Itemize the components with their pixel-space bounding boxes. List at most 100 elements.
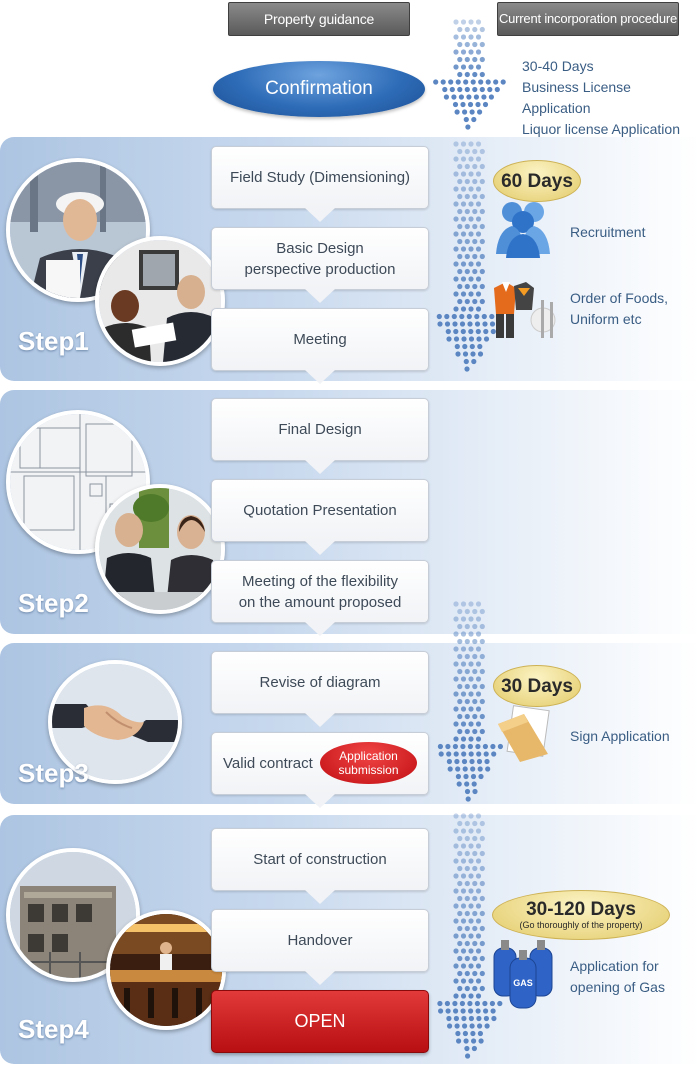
box-revise-diagram: Revise of diagram	[211, 651, 429, 727]
open-button[interactable]: OPEN	[211, 990, 429, 1053]
arrow-dot	[482, 1000, 488, 1007]
arrow-dot	[462, 766, 468, 772]
arrow-dot	[472, 970, 478, 977]
arrow-dot	[479, 820, 485, 827]
arrow-dot	[472, 895, 478, 902]
arrow-dot	[479, 668, 485, 675]
arrow-dot	[464, 283, 470, 290]
arrow-dot	[456, 1038, 462, 1044]
arrow-dot	[454, 343, 460, 350]
arrow-dot	[464, 895, 470, 902]
arrow-dot	[440, 79, 446, 85]
step4-days-badge: 30-120 Days (Go thoroughly of the proper…	[492, 890, 670, 940]
step2-label: Step2	[18, 588, 89, 618]
arrow-dot	[472, 71, 478, 78]
arrow-dot	[460, 186, 467, 192]
arrow-dot	[453, 858, 459, 864]
arrow-dot	[475, 888, 482, 894]
arrow-dot	[494, 86, 500, 93]
box-start-construction-label: Start of construction	[253, 851, 387, 868]
arrow-dot	[446, 751, 452, 757]
arrow-dot	[460, 141, 467, 147]
arrow-dot	[468, 661, 474, 667]
arrow-dot	[459, 1000, 465, 1007]
arrow-dot	[479, 208, 485, 215]
arrow-dot	[472, 268, 478, 275]
arrow-dot	[457, 86, 463, 93]
arrow-dot	[479, 910, 485, 917]
arrow-dot	[457, 623, 463, 630]
arrow-dot	[472, 955, 478, 962]
arrow-dot	[468, 141, 474, 147]
arrow-dot	[475, 843, 482, 849]
arrow-dot	[453, 156, 459, 162]
arrow-dot	[461, 1015, 467, 1022]
arrow-dot	[472, 985, 478, 992]
arrow-dot	[476, 751, 482, 757]
arrow-dot	[464, 208, 470, 215]
arrow-dot	[474, 313, 480, 320]
arrow-dot	[468, 721, 474, 727]
incorporation-procedure-tab[interactable]: Current incorporation procedure	[497, 2, 679, 36]
arrow-dot	[437, 321, 443, 327]
step1-days: 60 Days	[501, 170, 573, 192]
step4-photo-construction	[6, 848, 140, 982]
arrow-dot	[437, 1000, 443, 1007]
arrow-dot	[460, 261, 467, 267]
arrow-dot	[457, 925, 463, 932]
notes-days: 30-40 Days	[522, 58, 594, 74]
arrow-dot	[453, 978, 459, 984]
arrow-dot	[477, 109, 483, 115]
arrow-dot	[479, 683, 485, 690]
arrow-dot	[468, 933, 474, 939]
arrow-dot	[457, 26, 463, 33]
arrow-dot	[460, 276, 467, 282]
arrow-dot	[453, 1008, 459, 1014]
arrow-dot	[472, 683, 478, 690]
arrow-dot	[453, 691, 459, 697]
arrow-dot	[464, 56, 470, 63]
arrow-dot	[475, 691, 482, 697]
arrow-dot	[476, 336, 482, 342]
arrow-dot	[464, 925, 470, 932]
arrow-dot	[460, 661, 467, 667]
arrow-dot	[455, 773, 461, 780]
arrow-dot	[457, 178, 463, 185]
arrow-dot	[477, 766, 483, 772]
arrow-dot	[464, 781, 470, 787]
arrow-dot	[483, 751, 489, 757]
arrow-dot	[460, 993, 467, 999]
arrow-dot	[468, 64, 474, 70]
arrow-dot	[497, 743, 503, 750]
arrow-dot	[475, 828, 482, 834]
arrow-dot	[448, 79, 454, 85]
application-submission-badge: Application submission	[320, 742, 417, 784]
people-icon	[496, 202, 550, 258]
arrow-dot	[452, 1000, 458, 1007]
box-basic-design: Basic Design perspective production	[211, 227, 429, 303]
arrow-dot	[481, 313, 487, 320]
arrow-dot	[475, 246, 482, 252]
box-meeting-label: Meeting	[293, 331, 347, 348]
arrow-dot	[475, 171, 482, 177]
arrow-dot	[453, 903, 459, 909]
box-field-study-label: Field Study (Dimensioning)	[229, 169, 411, 186]
arrow-dot	[460, 49, 467, 55]
arrow-dot	[464, 1045, 470, 1052]
arrow-dot	[459, 313, 465, 320]
step3-days: 30 Days	[501, 675, 573, 697]
arrow-dot	[460, 1008, 466, 1014]
step3-sign-application: Sign Application	[570, 728, 670, 744]
arrow-dot	[468, 601, 474, 607]
arrow-dot	[444, 313, 450, 320]
arrow-dot	[443, 94, 449, 100]
arrow-dot	[464, 163, 470, 170]
arrow-dot	[463, 116, 469, 123]
arrow-dot	[479, 940, 485, 947]
arrow-dot	[475, 661, 482, 667]
arrow-dot	[464, 940, 470, 947]
box-quotation: Quotation Presentation	[211, 479, 429, 555]
property-guidance-tab[interactable]: Property guidance	[228, 2, 410, 36]
arrow-dot	[472, 835, 478, 842]
arrow-dot	[460, 978, 467, 984]
